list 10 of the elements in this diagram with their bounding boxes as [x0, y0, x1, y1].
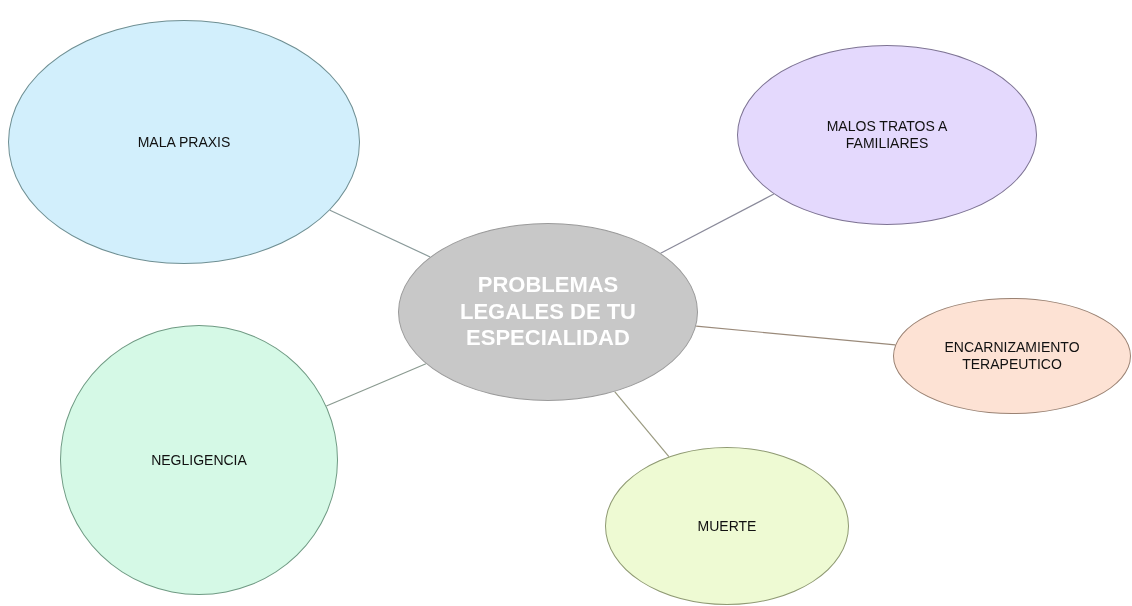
connector-line: [329, 209, 431, 258]
topic-label: ENCARNIZAMIENTO TERAPEUTICO: [943, 339, 1081, 373]
topic-label: MUERTE: [697, 517, 757, 535]
topic-label: NEGLIGENCIA: [151, 451, 247, 469]
topic-label: MALOS TRATOS A FAMILIARES: [825, 118, 949, 152]
connector-line: [695, 325, 896, 346]
topic-label: MALA PRAXIS: [137, 133, 231, 151]
connector-line: [614, 391, 670, 458]
connector-line: [660, 193, 775, 254]
connector-line: [325, 363, 427, 407]
